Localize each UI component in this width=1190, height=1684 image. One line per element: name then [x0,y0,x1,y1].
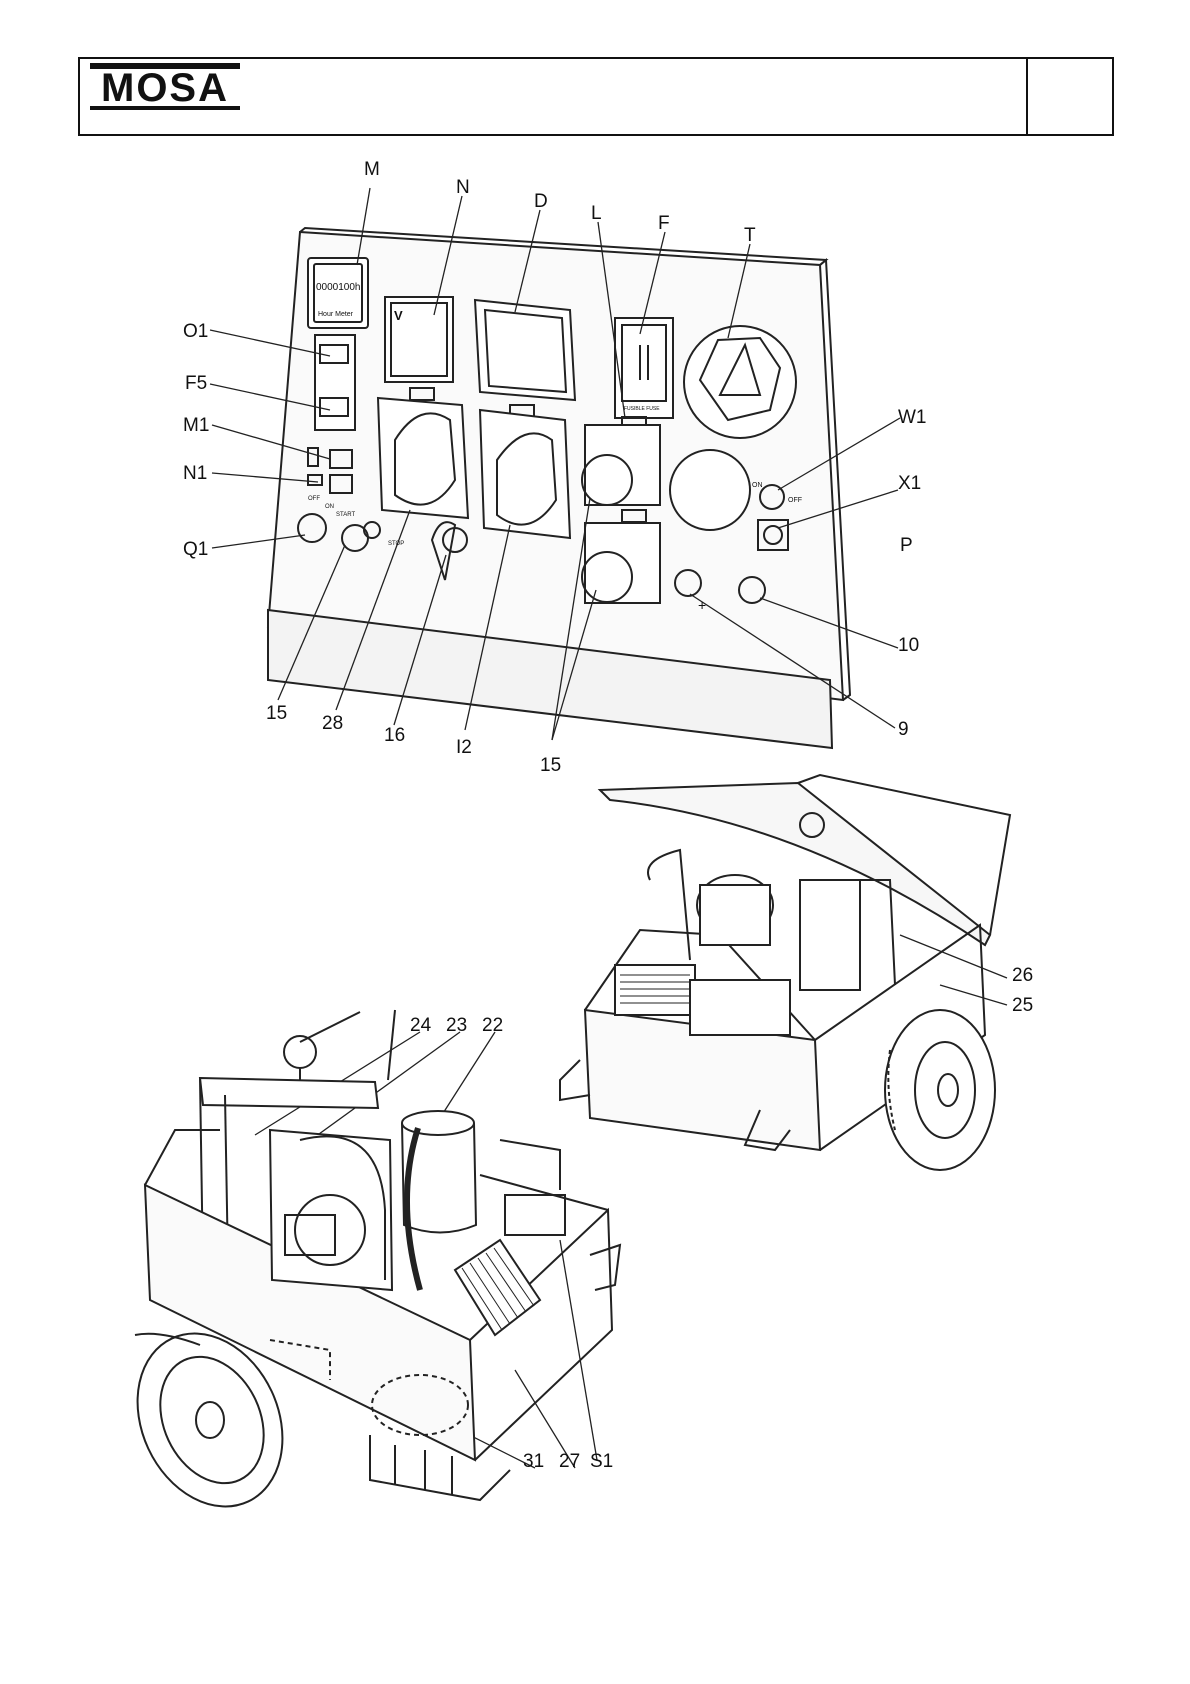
callout-o1: O1 [183,321,209,342]
callout-p: P [900,535,913,556]
stop-label: STOP [388,541,404,547]
callout-w1: W1 [898,407,927,428]
hour-meter-label: Hour Meter [318,311,354,318]
callout-q1: Q1 [183,539,209,560]
callout-15-sockets: 15 [540,755,562,776]
callout-x1: X1 [898,473,922,494]
key-off-label: OFF [308,496,320,502]
callout-m1: M1 [183,415,210,436]
callout-23: 23 [446,1015,468,1036]
key-on-label: ON [325,504,334,510]
callout-24: 24 [410,1015,432,1036]
callout-m: M [364,159,380,180]
header-page-cell [1026,59,1112,134]
callout-d: D [534,191,548,212]
logo-text: MOSA [101,66,229,110]
switch-off-label: OFF [788,497,802,504]
callout-22: 22 [482,1015,504,1036]
voltmeter-symbol: V [394,308,403,323]
callout-9: 9 [898,719,909,740]
switch-on-label: ON [752,482,763,489]
callout-16: 16 [384,725,406,746]
callout-i2: I2 [456,737,472,758]
callout-f: F [658,213,670,234]
callout-f5: F5 [185,373,208,394]
fuse-label: FUSIBLE FUSE [624,406,660,412]
callout-10: 10 [898,635,920,656]
callout-n1: N1 [183,463,208,484]
header-frame [78,57,1114,136]
callout-31: 31 [523,1451,545,1472]
callout-l: L [591,203,602,224]
callout-s1: S1 [590,1451,614,1472]
hour-meter-value: 0000100h [316,282,361,293]
mosa-logo: MOSA [90,63,240,110]
callout-25: 25 [1012,995,1034,1016]
callout-t: T [744,225,756,246]
callout-15-stop: 15 [266,703,288,724]
plus-sign: + [698,597,706,613]
callout-n: N [456,177,470,198]
key-start-label: START [336,512,355,518]
callout-28: 28 [322,713,344,734]
callout-27: 27 [559,1451,581,1472]
callout-26: 26 [1012,965,1034,986]
